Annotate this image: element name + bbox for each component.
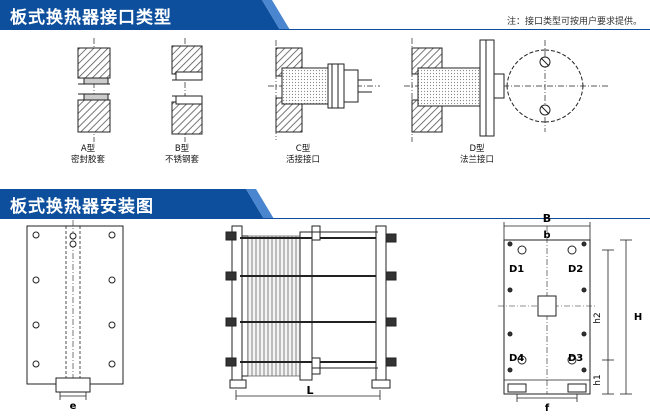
label-D4: D4 [509,353,524,364]
type-c-caption: C型 活接接口 [286,144,320,166]
bolt-holes [32,231,116,368]
interface-note: 注：接口类型可按用户要求提供。 [506,17,642,27]
type-a-drawing [77,38,111,142]
front-view [26,220,124,400]
dim-L: L [306,384,313,397]
label-D1: D1 [509,264,524,275]
dim-h2: h2 [593,312,603,323]
type-d-drawing [404,38,610,142]
type-c-code: C型 [295,144,311,154]
section-title-install: 板式换热器安装图 [10,197,154,217]
dim-b: b [543,230,550,241]
type-a-code: A型 [80,144,96,154]
type-b-caption: B型 不锈钢套 [165,144,199,166]
side-view [225,225,397,400]
type-d-name: 法兰接口 [459,155,495,165]
banner-shape [0,0,650,30]
section-header-install: 板式换热器安装图 [0,189,650,219]
type-c-drawing [268,40,380,140]
type-d-code: D型 [469,144,485,154]
section-header-interface: 板式换热器接口类型 [0,0,650,30]
footprint-view [498,222,632,402]
dim-H: H [634,312,642,323]
type-c-name: 活接接口 [285,155,321,165]
dim-e: e [70,401,77,412]
label-D2: D2 [568,264,583,275]
type-a-caption: A型 密封胶套 [71,144,105,166]
dim-f: f [545,403,550,414]
dim-B: B [543,212,551,225]
type-d-caption: D型 法兰接口 [460,144,494,166]
plate-pack [247,235,301,377]
dim-h1: h1 [593,374,603,385]
type-a-name: 密封胶套 [70,155,106,165]
type-b-code: B型 [174,144,190,154]
section-title-interface: 板式换热器接口类型 [10,8,172,28]
banner-shape [0,189,650,219]
type-b-drawing [171,38,203,142]
label-D3: D3 [568,353,583,364]
type-b-name: 不锈钢套 [164,155,200,165]
